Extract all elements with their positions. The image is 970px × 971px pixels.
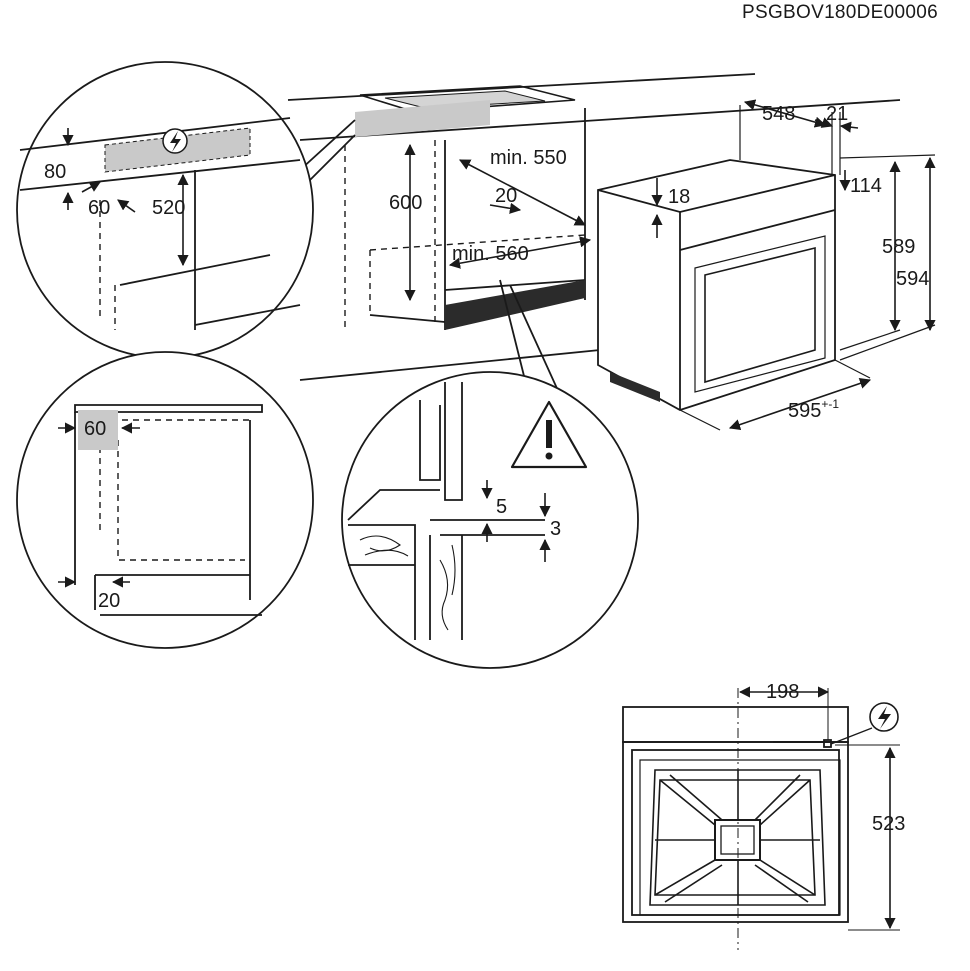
oven-height-total-label: 594: [896, 268, 929, 290]
rear-width-label: 198: [766, 681, 799, 703]
niche-height-label: 600: [389, 192, 422, 214]
detail-circle-electric: 80 60 520: [16, 61, 314, 359]
oven-door-label: 21: [826, 103, 848, 125]
niche-recess-label: 20: [495, 185, 517, 207]
floor-gap-b-label: 3: [550, 518, 561, 540]
oven-door-window: [704, 246, 816, 384]
oven-width-label: 595+-1: [788, 397, 839, 422]
detail-circle-side-view: 60 20: [16, 351, 314, 649]
lightning-icon: [878, 706, 891, 729]
electric-depth-label: 520: [152, 197, 185, 219]
oven-depth-label: 548: [762, 103, 795, 125]
rear-electric-symbol: [830, 702, 899, 745]
electric-offset-top-label: 80: [44, 161, 66, 183]
oven-height-body-label: 589: [882, 236, 915, 258]
socket-point: [823, 739, 832, 748]
warning-symbol: [510, 400, 588, 469]
oven-top-label: 18: [668, 186, 690, 208]
wood-grain: [359, 535, 456, 631]
lightning-icon: [170, 131, 181, 152]
niche-min-width-label: min. 560: [452, 243, 529, 265]
hob-cutout: [359, 85, 576, 113]
oven-rear-view: 198 523: [622, 681, 905, 950]
floor-gap-a-label: 5: [496, 496, 507, 518]
side-gap-bottom-label: 20: [98, 590, 120, 612]
niche-min-depth-label: min. 550: [490, 147, 567, 169]
side-gap-top-label: 60: [84, 418, 106, 440]
gap-grey-block: [78, 410, 118, 450]
electric-symbol: [162, 128, 188, 154]
rear-height-label: 523: [872, 813, 905, 835]
detail-circle-floor: 5 3: [341, 371, 639, 669]
oven-dimensions: [651, 99, 936, 431]
oven-drawing: [597, 105, 936, 431]
socket-block: [355, 100, 490, 137]
electric-offset-side-label: 60: [88, 197, 110, 219]
document-code: PSGBOV180DE00006: [742, 2, 938, 23]
niche-dimensions: [404, 143, 592, 302]
oven-panel-label: 114: [850, 175, 882, 197]
rear-fan-cover: [649, 769, 826, 906]
plinth-vent: [445, 280, 585, 330]
